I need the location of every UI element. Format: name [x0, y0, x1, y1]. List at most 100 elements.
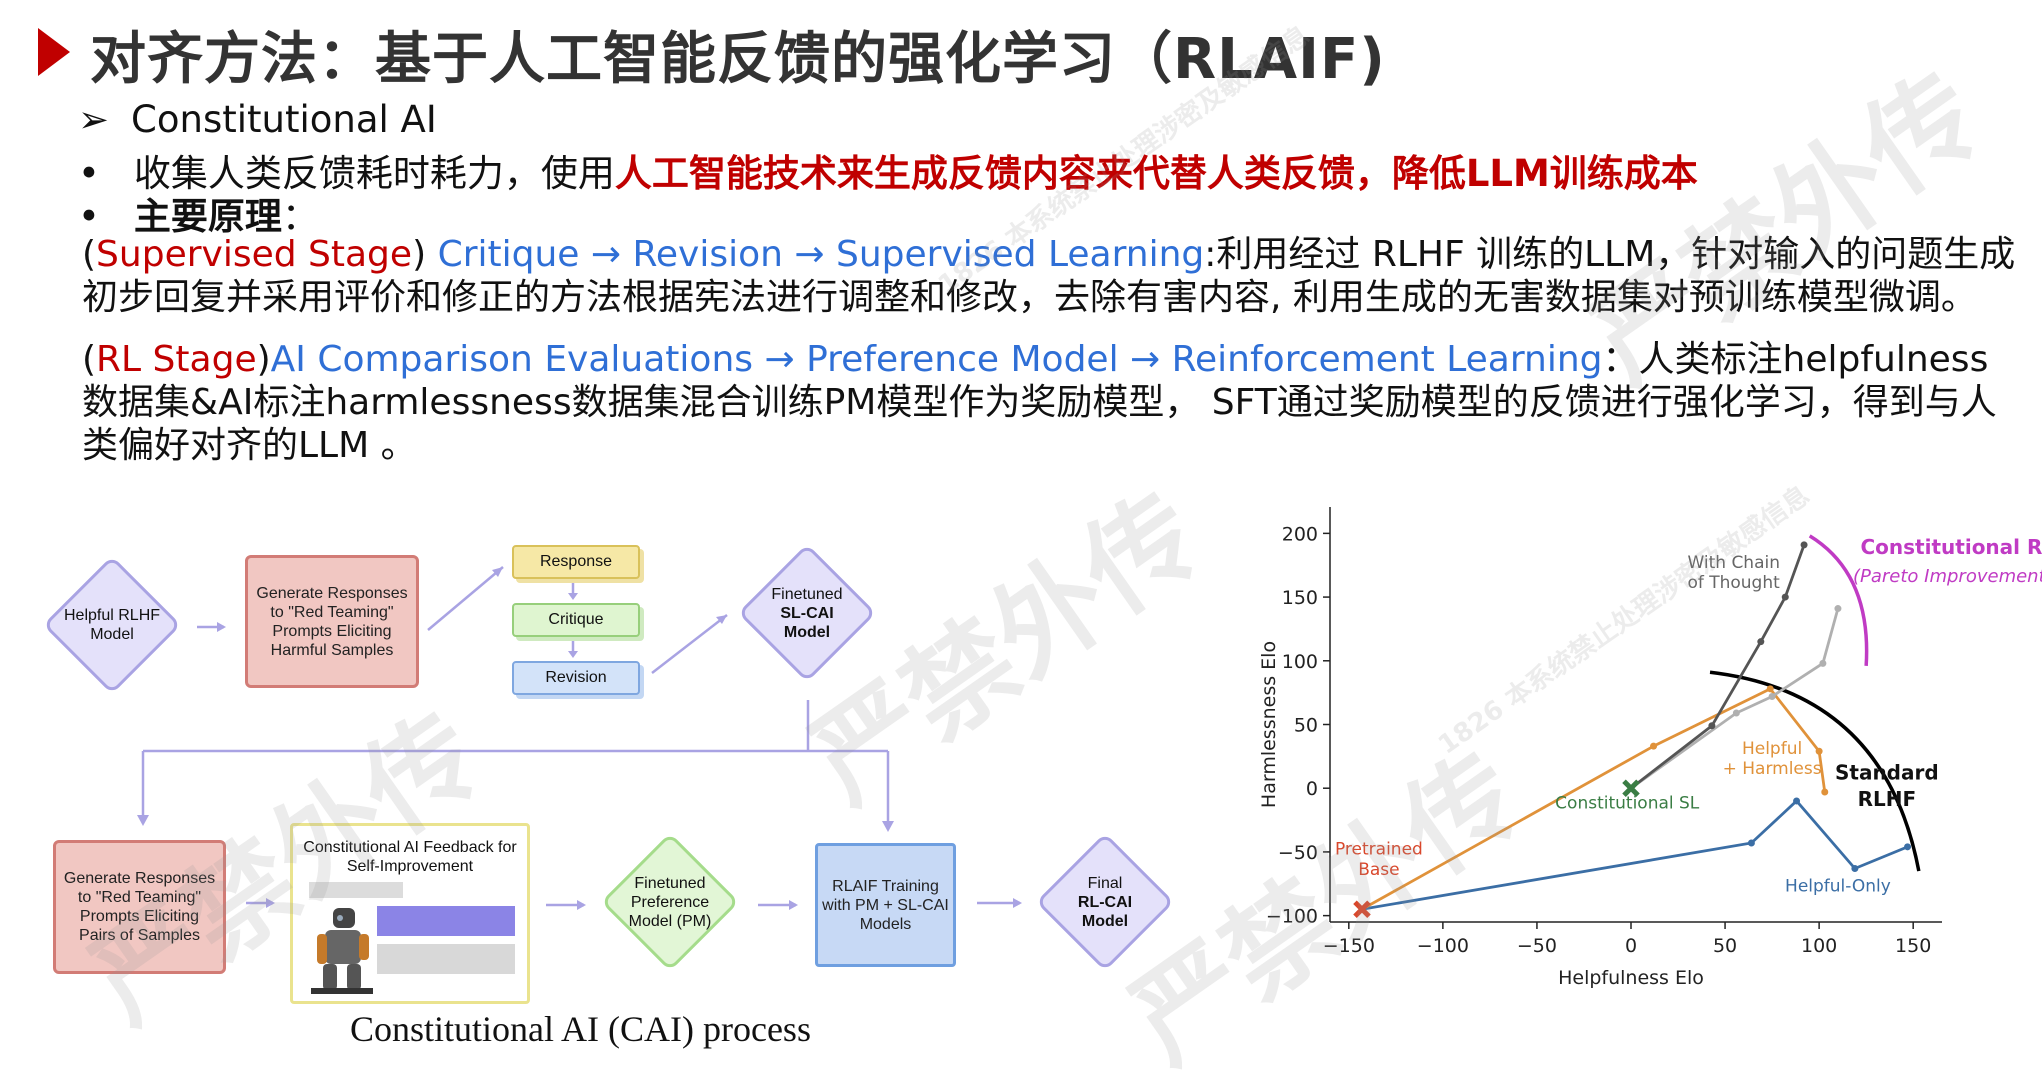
x-axis-label: Helpfulness Elo — [1558, 967, 1704, 989]
constitutional-feedback-card: Constitutional AI Feedback for Self-Impr… — [290, 823, 530, 1004]
helpful-only-label: Helpful-Only — [1785, 876, 1891, 896]
bullet-line-3: • 主要原理： — [78, 186, 319, 240]
paren-open: ( — [82, 234, 97, 275]
line3-bold: 主要原理 — [133, 195, 282, 238]
supervised-description: :利用经过 RLHF 训练的LLM，针对输入的问题生成初步回复并采用评价和修正的… — [82, 234, 2016, 318]
chain-of-thought-label: of Thought — [1687, 573, 1780, 593]
series-point — [1834, 605, 1842, 613]
line3-colon: ： — [281, 195, 319, 238]
x-tick-label: 100 — [1801, 935, 1837, 957]
pretrained-base-label: Pretrained — [1335, 839, 1423, 859]
y-tick-label: −100 — [1266, 906, 1318, 928]
constitutional-sl-label: Constitutional SL — [1555, 794, 1700, 814]
revision-box: Revision — [512, 661, 640, 695]
x-marker — [1353, 900, 1371, 919]
diagram-caption: Constitutional AI (CAI) process — [350, 1009, 811, 1049]
response-box: Response — [512, 545, 640, 579]
series-point — [1732, 709, 1740, 717]
sl-cai-line: Finetuned — [771, 585, 843, 603]
y-tick-label: 0 — [1306, 778, 1318, 800]
y-axis-label: Harmlessness Elo — [1258, 641, 1280, 808]
final-rl-cai-node: Final RL-CAI Model — [1035, 832, 1175, 972]
series-point — [1851, 864, 1859, 872]
flow-connectors — [137, 566, 1022, 910]
helpful-harmless-label: Helpful — [1742, 739, 1802, 759]
paren-close: ) — [256, 339, 271, 380]
rl-stage-paragraph: (RL Stage)AI Comparison Evaluations → Pr… — [82, 338, 2022, 467]
y-tick-label: 150 — [1282, 587, 1318, 609]
helpful-harmless-label: + Harmless — [1723, 759, 1822, 779]
series-point — [1650, 742, 1658, 750]
y-tick-label: −50 — [1278, 842, 1318, 864]
pareto-label: (Pareto Improvement) — [1853, 566, 2042, 587]
constitutional-rl-label: Constitutional RL — [1861, 535, 2042, 559]
x-marker — [1622, 779, 1640, 797]
arrow-bullet-icon: ➢ — [78, 98, 110, 141]
series-point — [1819, 659, 1827, 667]
x-tick-label: −150 — [1323, 935, 1375, 957]
sl-cai-line: SL-CAI — [780, 604, 834, 622]
generate-responses-box-1: Generate Responses to "Red Teaming" Prom… — [245, 555, 419, 688]
standard-rlhf-curve — [1709, 670, 1921, 872]
paren-open: ( — [82, 339, 97, 380]
x-tick-label: 150 — [1895, 935, 1931, 957]
y-tick-label: 200 — [1282, 523, 1318, 545]
bullet-line-2: • 收集人类反馈耗时耗力，使用人工智能技术来生成反馈内容来代替人类反馈，降低LLM… — [78, 143, 1698, 197]
x-tick-label: 50 — [1713, 935, 1737, 957]
placeholder-bar — [377, 906, 515, 936]
placeholder-bar — [377, 944, 515, 974]
pm-label: Finetuned Preference Model (PM) — [628, 874, 712, 930]
rl-stage-label: RL Stage — [96, 339, 257, 380]
standard-rlhf-label: Standard — [1835, 760, 1939, 784]
x-tick-label: 0 — [1625, 935, 1637, 957]
sl-cai-line: Model — [783, 623, 831, 641]
final-line: Model — [1081, 912, 1129, 930]
series-point — [1821, 788, 1829, 796]
preference-model-node: Finetuned Preference Model (PM) — [600, 832, 740, 972]
y-tick-label: 100 — [1282, 651, 1318, 673]
series-point — [1781, 593, 1789, 601]
feedback-title: Constitutional AI Feedback for Self-Impr… — [303, 839, 517, 875]
supervised-flow: Critique → Revision → Supervised Learnin… — [437, 234, 1205, 275]
constitutional-rl-curve — [1808, 534, 1869, 666]
line2-highlight: 人工智能技术来生成反馈内容来代替人类反馈，降低LLM训练成本 — [614, 152, 1698, 195]
series-point — [1815, 747, 1823, 755]
generate-responses-box-2: Generate Responses to "Red Teaming" Prom… — [53, 840, 226, 974]
arrow-connector — [427, 566, 504, 631]
series-point — [1793, 797, 1801, 805]
helpful-rlhf-label: Helpful RLHF Model — [63, 607, 161, 643]
line1-text: Constitutional AI — [131, 98, 437, 141]
line2-plain: 收集人类反馈耗时耗力，使用 — [133, 152, 615, 195]
helpful-rlhf-node: Helpful RLHF Model — [42, 555, 182, 695]
critique-box: Critique — [512, 603, 640, 637]
finetuned-sl-cai-node: Finetuned SL-CAI Model — [737, 543, 877, 683]
final-line: RL-CAI — [1077, 893, 1133, 911]
x-tick-label: −50 — [1517, 935, 1557, 957]
dot-bullet-icon: • — [78, 195, 100, 238]
supervised-stage-paragraph: (Supervised Stage) Critique → Revision →… — [82, 233, 2022, 319]
sl-cai-label: Finetuned SL-CAI Model — [752, 585, 862, 642]
title-marker-icon — [38, 28, 70, 76]
robot-thinker-icon — [311, 908, 373, 994]
supervised-stage-label: Supervised Stage — [96, 234, 413, 275]
series-point — [1768, 692, 1776, 700]
x-tick-label: −100 — [1417, 935, 1469, 957]
series-point — [1747, 839, 1755, 847]
dot-bullet-icon: • — [78, 152, 100, 195]
series-point — [1766, 685, 1774, 693]
bullet-line-1: ➢ Constitutional AI — [78, 98, 437, 141]
chain-of-thought-label: With Chain — [1687, 553, 1780, 573]
series-point — [1800, 541, 1808, 549]
series-point — [1708, 722, 1716, 730]
page-title: 对齐方法：基于人工智能反馈的强化学习（RLAIF) — [90, 27, 1386, 92]
y-tick-label: 50 — [1294, 715, 1318, 737]
rl-flow: AI Comparison Evaluations → Preference M… — [270, 339, 1603, 380]
final-label: Final RL-CAI Model — [1050, 874, 1160, 931]
placeholder-bar — [309, 882, 403, 898]
rlaif-training-box: RLAIF Training with PM + SL-CAI Models — [815, 843, 956, 967]
arrow-connector — [651, 614, 728, 674]
series-point — [1757, 638, 1765, 646]
pretrained-base-label: Base — [1358, 860, 1399, 880]
paren-close: ) — [412, 234, 438, 275]
